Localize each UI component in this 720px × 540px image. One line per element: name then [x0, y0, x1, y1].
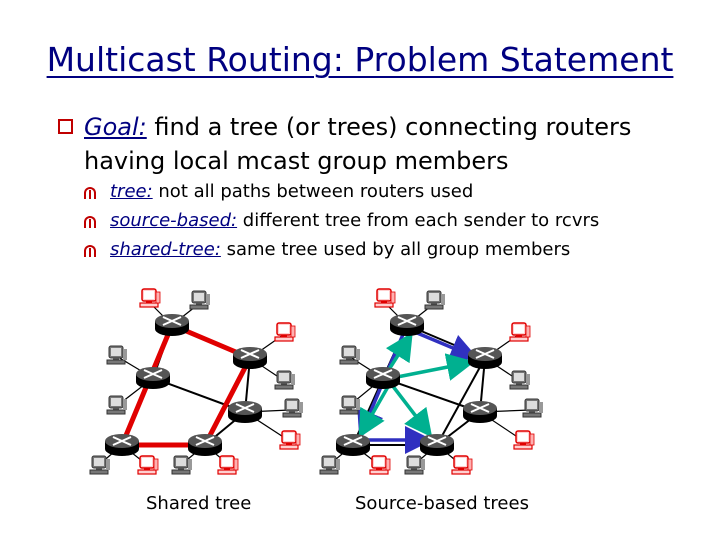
- arch-bullet-icon: [84, 245, 96, 257]
- arch-bullet-icon: [84, 216, 96, 228]
- page-title: Multicast Routing: Problem Statement: [46, 40, 674, 79]
- square-bullet-icon: [58, 119, 73, 134]
- sub-bullet-label: shared-tree:: [110, 239, 221, 260]
- goal-text-line2: having local mcast group members: [84, 147, 509, 175]
- source-based-trees-diagram: [319, 288, 544, 475]
- sub-bullet-label: source-based:: [110, 210, 238, 231]
- goal-text-line1: find a tree (or trees) connecting router…: [146, 113, 632, 141]
- sub-bullet-text: not all paths between routers used: [152, 181, 474, 202]
- shared-tree-diagram: [89, 288, 304, 475]
- shared-tree-caption: Shared tree: [146, 493, 252, 514]
- sub-bullet-text: same tree used by all group members: [220, 239, 571, 260]
- arch-bullet-icon: [84, 187, 96, 199]
- sub-bullet-label: tree:: [110, 181, 153, 202]
- source-based-trees-caption: Source-based trees: [355, 493, 529, 514]
- goal-label: Goal:: [84, 113, 147, 141]
- sub-bullet-text: different tree from each sender to rcvrs: [237, 210, 600, 231]
